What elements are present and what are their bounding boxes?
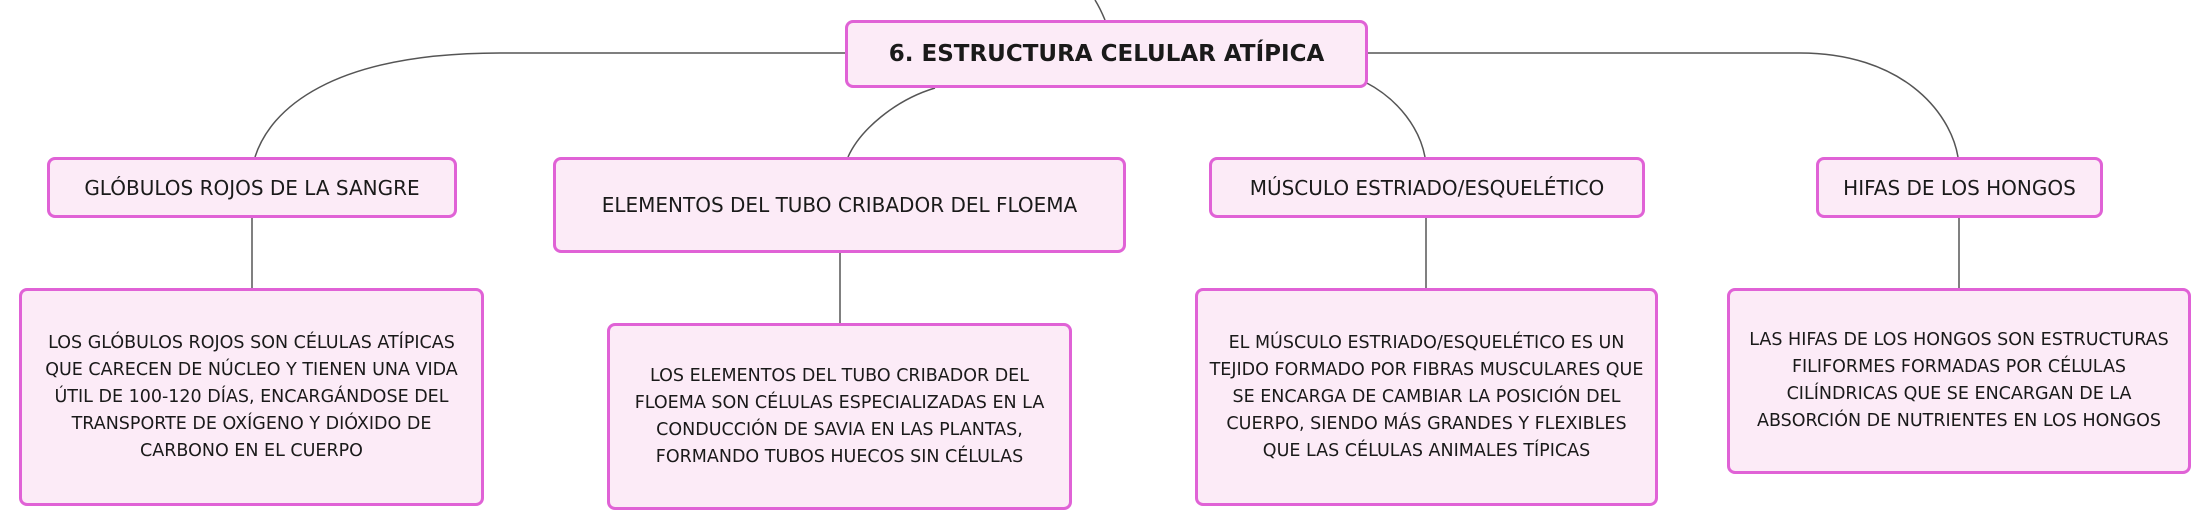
category-node-elementos-tubo-cribador[interactable]: ELEMENTOS DEL TUBO CRIBADOR DEL FLOEMA xyxy=(553,157,1126,253)
connector-root-to-musculo xyxy=(1364,81,1426,158)
description-text: LOS GLÓBULOS ROJOS SON CÉLULAS ATÍPICAS … xyxy=(45,332,458,461)
category-node-globulos-rojos[interactable]: GLÓBULOS ROJOS DE LA SANGRE xyxy=(47,157,457,218)
description-node-musculo-estriado[interactable]: EL MÚSCULO ESTRIADO/ESQUELÉTICO ES UN TE… xyxy=(1195,288,1658,506)
root-node[interactable]: 6. ESTRUCTURA CELULAR ATÍPICA xyxy=(845,20,1368,88)
description-text: LAS HIFAS DE LOS HONGOS SON ESTRUCTURAS … xyxy=(1749,330,2169,431)
connector-root-to-globulos xyxy=(254,52,845,158)
description-node-globulos-rojos[interactable]: LOS GLÓBULOS ROJOS SON CÉLULAS ATÍPICAS … xyxy=(19,288,484,506)
description-node-elementos-tubo-cribador[interactable]: LOS ELEMENTOS DEL TUBO CRIBADOR DEL FLOE… xyxy=(607,323,1072,510)
connector-incoming xyxy=(1094,0,1106,21)
description-text: EL MÚSCULO ESTRIADO/ESQUELÉTICO ES UN TE… xyxy=(1209,332,1644,461)
description-text: LOS ELEMENTOS DEL TUBO CRIBADOR DEL FLOE… xyxy=(634,365,1045,467)
connector-root-to-elementos xyxy=(847,87,936,158)
connector-root-to-hifas xyxy=(1368,52,1959,158)
category-title: GLÓBULOS ROJOS DE LA SANGRE xyxy=(84,175,420,200)
description-node-hifas-hongos[interactable]: LAS HIFAS DE LOS HONGOS SON ESTRUCTURAS … xyxy=(1727,288,2191,474)
category-node-musculo-estriado[interactable]: MÚSCULO ESTRIADO/ESQUELÉTICO xyxy=(1209,157,1645,218)
category-node-hifas-hongos[interactable]: HIFAS DE LOS HONGOS xyxy=(1816,157,2103,218)
category-title: MÚSCULO ESTRIADO/ESQUELÉTICO xyxy=(1249,175,1605,200)
category-title: HIFAS DE LOS HONGOS xyxy=(1843,175,2076,200)
category-title: ELEMENTOS DEL TUBO CRIBADOR DEL FLOEMA xyxy=(601,193,1078,217)
root-title: 6. ESTRUCTURA CELULAR ATÍPICA xyxy=(888,41,1325,67)
